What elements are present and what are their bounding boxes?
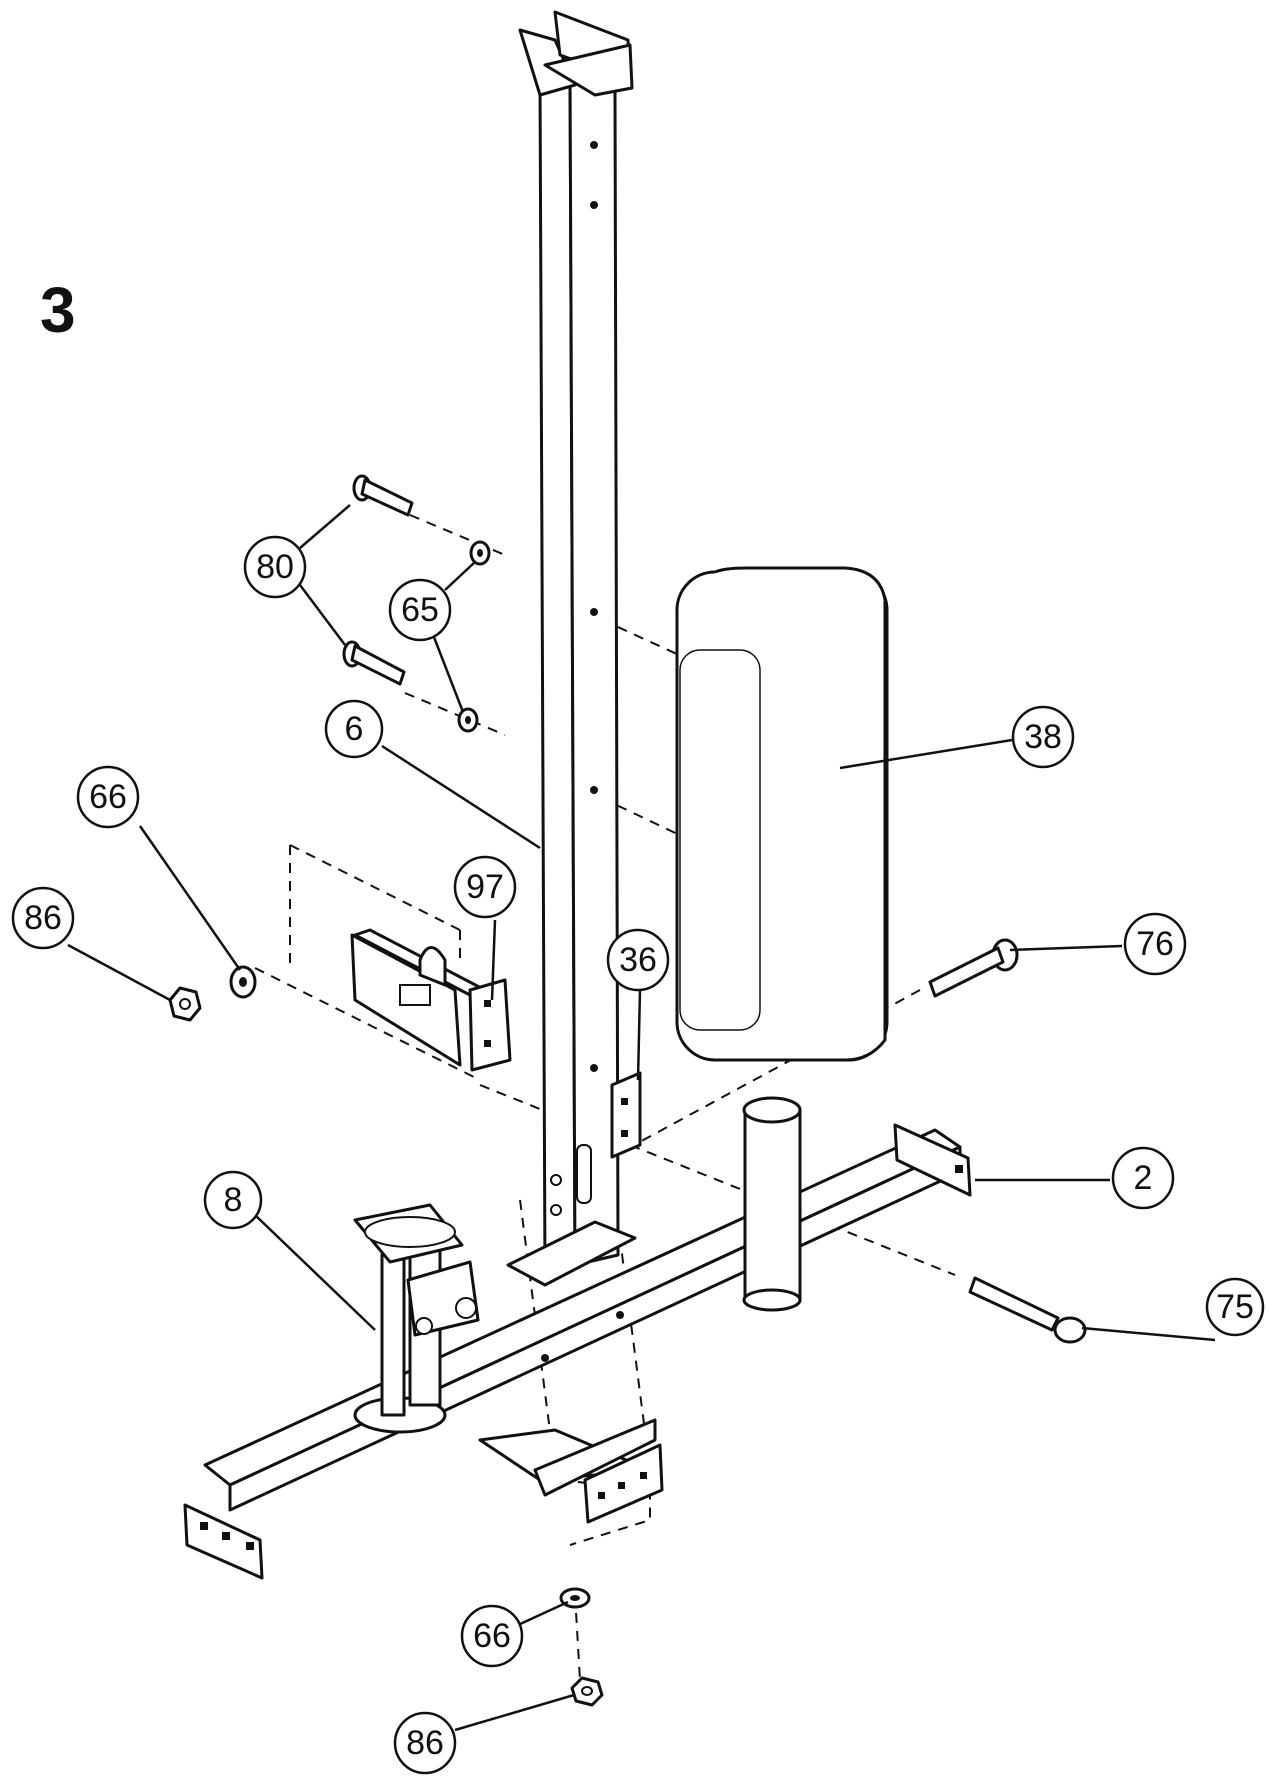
washer-66-left [229, 965, 257, 999]
svg-text:97: 97 [466, 868, 504, 906]
base-foot-plate [478, 1418, 664, 1524]
callout-65: 65 [388, 578, 452, 642]
svg-text:86: 86 [24, 899, 62, 937]
small-plate [610, 1071, 642, 1159]
callout-66-bottom: 66 [460, 1604, 524, 1668]
svg-text:2: 2 [1134, 1159, 1153, 1197]
callout-76: 76 [1123, 912, 1187, 976]
svg-text:76: 76 [1136, 925, 1174, 963]
callout-75: 75 [1205, 1277, 1265, 1337]
leader-lines [67, 504, 1216, 1732]
svg-text:38: 38 [1024, 718, 1062, 756]
callout-8: 8 [203, 1170, 263, 1230]
bolt-80-lower [342, 640, 406, 686]
callout-80: 80 [243, 535, 307, 599]
svg-text:86: 86 [406, 1724, 444, 1762]
main-upright [506, 10, 637, 1287]
callout-86-bottom: 86 [393, 1711, 457, 1775]
callout-2: 2 [1111, 1146, 1175, 1210]
callout-97: 97 [453, 855, 517, 919]
back-pad [675, 566, 889, 1062]
step-number: 3 [40, 274, 76, 346]
upright-bracket [350, 928, 512, 1072]
seat-post-bracket [353, 1203, 480, 1434]
svg-text:8: 8 [224, 1181, 243, 1219]
bolt-75 [968, 1276, 1087, 1344]
svg-text:66: 66 [89, 778, 127, 816]
bolt-80-upper [352, 474, 414, 517]
svg-text:65: 65 [401, 591, 439, 629]
svg-text:80: 80 [256, 548, 294, 586]
nut-86-bottom [570, 1676, 604, 1707]
nut-86-left [168, 986, 202, 1022]
callout-6: 6 [324, 699, 384, 759]
svg-text:75: 75 [1216, 1288, 1254, 1326]
callout-36: 36 [606, 928, 670, 992]
callout-86-left: 86 [11, 886, 75, 950]
round-post [742, 1096, 802, 1312]
washer-65-lower [457, 707, 479, 733]
svg-text:36: 36 [619, 941, 657, 979]
washer-65-upper [469, 540, 491, 566]
svg-text:66: 66 [473, 1617, 511, 1655]
callout-38: 38 [1011, 705, 1075, 769]
callout-66-left: 66 [76, 765, 140, 829]
svg-text:6: 6 [345, 710, 364, 748]
bolt-76 [928, 938, 1019, 998]
